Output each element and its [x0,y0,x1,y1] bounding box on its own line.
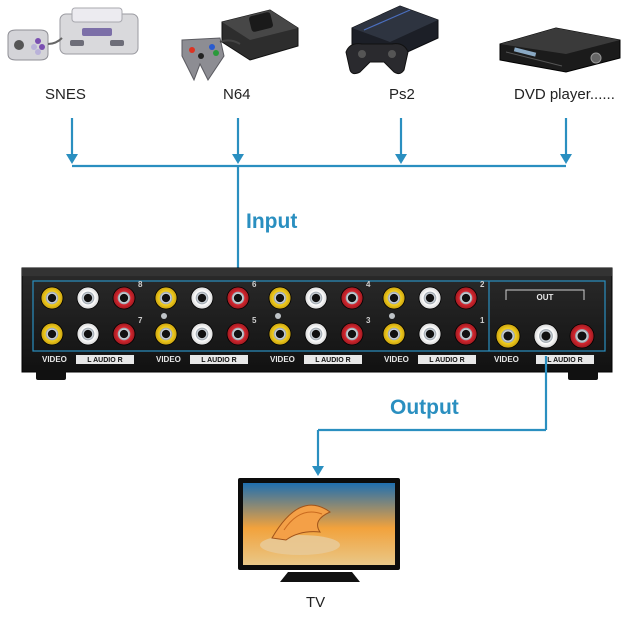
box-foot-right [568,370,598,380]
out-audio-badge [536,355,594,364]
audio-label-badge [304,355,362,364]
out-audio-label: L AUDIO R [547,357,582,364]
input-jack-1-yellow[interactable] [382,322,406,346]
dvd-arrowhead-icon [560,154,572,164]
audio-label-badge [190,355,248,364]
input-jack-7-white[interactable] [76,322,100,346]
group-number-bottom: 7 [138,316,143,325]
input-connector-lines [70,118,568,272]
panel-screw [161,313,167,319]
input-jack-5-red[interactable] [226,322,250,346]
input-jack-7-red[interactable] [112,322,136,346]
video-label: VIDEO [42,355,67,364]
audio-label: L AUDIO R [429,357,464,364]
group-number-bottom: 5 [252,316,257,325]
group-number-bottom: 3 [366,316,371,325]
output-label: Output [390,396,459,419]
source-label-dvd: DVD player...... [514,86,615,103]
ps2-arrowhead-icon [395,154,407,164]
output-connector-lines [316,356,548,470]
audio-label: L AUDIO R [315,357,350,364]
input-jack-2-red[interactable] [454,286,478,310]
input-jack-8-yellow[interactable] [40,286,64,310]
input-jack-1-white[interactable] [418,322,442,346]
audio-label-badge [418,355,476,364]
n64-arrowhead-icon [232,154,244,164]
source-label-snes: SNES [45,86,86,103]
video-label: VIDEO [270,355,295,364]
dvd-player-icon [499,27,621,73]
snes-arrowhead-icon [66,154,78,164]
input-jack-2-white[interactable] [418,286,442,310]
input-jack-1-red[interactable] [454,322,478,346]
input-jack-2-yellow[interactable] [382,286,406,310]
tv-label: TV [306,594,326,611]
input-jack-3-red[interactable] [340,322,364,346]
input-jack-4-white[interactable] [304,286,328,310]
snes-console-icon [7,7,139,61]
source-label-ps2: Ps2 [389,86,415,103]
video-label: VIDEO [156,355,181,364]
input-jack-8-red[interactable] [112,286,136,310]
tv-icon [238,478,400,582]
panel-screw [389,313,395,319]
output-jack-red[interactable] [569,323,595,349]
switch-panel-outline [32,280,606,352]
group-number-bottom: 1 [480,316,485,325]
group-number-top: 2 [480,280,485,289]
audio-label: L AUDIO R [201,357,236,364]
input-jack-6-white[interactable] [190,286,214,310]
source-label-n64: N64 [223,86,251,103]
input-jack-5-yellow[interactable] [154,322,178,346]
video-label: VIDEO [384,355,409,364]
panel-screw [275,313,281,319]
group-number-top: 8 [138,280,143,289]
box-foot-left [36,370,66,380]
input-jack-8-white[interactable] [76,286,100,310]
input-jack-6-yellow[interactable] [154,286,178,310]
out-label: OUT [537,293,554,302]
tv-arrowhead-icon [312,466,324,476]
audio-label: L AUDIO R [87,357,122,364]
input-jack-3-white[interactable] [304,322,328,346]
group-number-top: 4 [366,280,371,289]
input-jack-4-yellow[interactable] [268,286,292,310]
input-jack-5-white[interactable] [190,322,214,346]
n64-console-icon [181,9,299,82]
input-jack-4-red[interactable] [340,286,364,310]
out-video-label: VIDEO [494,355,519,364]
audio-label-badge [76,355,134,364]
output-jack-yellow[interactable] [495,323,521,349]
output-jack-white[interactable] [533,323,559,349]
input-jack-7-yellow[interactable] [40,322,64,346]
input-label: Input [246,210,298,233]
input-jack-3-yellow[interactable] [268,322,292,346]
ps2-console-icon [345,5,439,75]
input-jack-6-red[interactable] [226,286,250,310]
group-number-top: 6 [252,280,257,289]
switch-jacks [40,286,595,349]
